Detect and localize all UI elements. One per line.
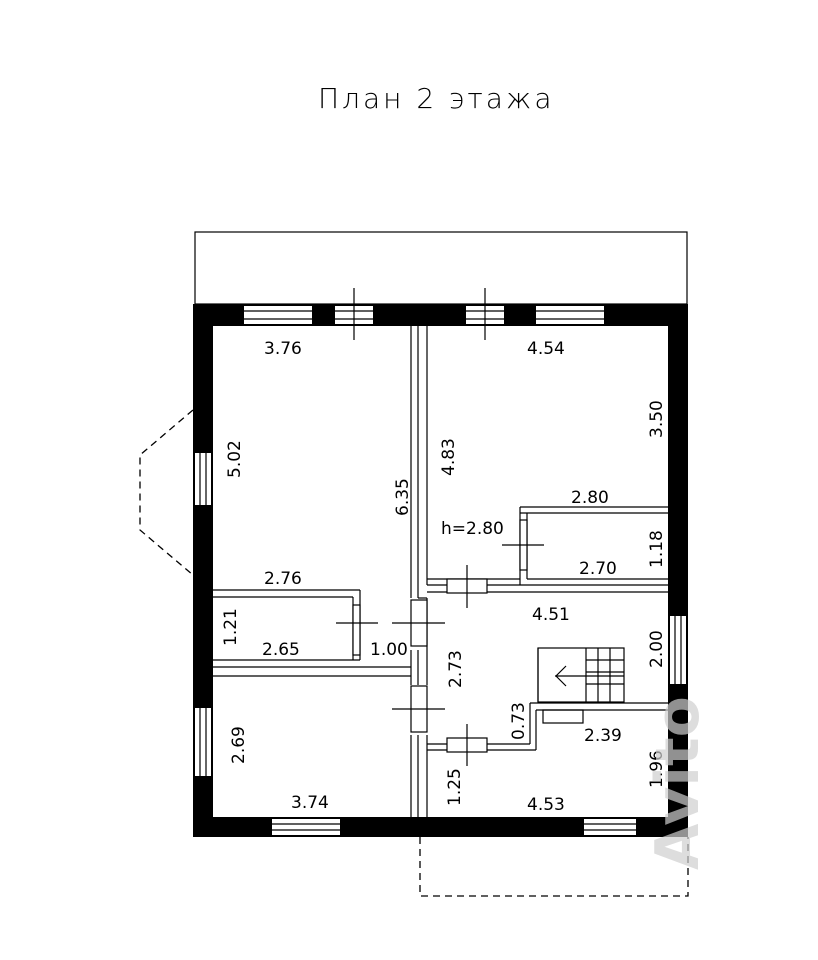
dim-left-bath-bottom-width: 2.65 <box>262 640 300 660</box>
dim-hall-height: 2.73 <box>446 650 466 688</box>
dim-top-right-width: 4.54 <box>527 339 565 359</box>
plan-title: План 2 этажа <box>318 82 555 115</box>
dim-right-top-height: 3.50 <box>647 400 667 438</box>
dim-left-room-height: 5.02 <box>225 440 245 478</box>
dim-bottom-small-height: 1.25 <box>445 768 465 806</box>
dim-bottom-left-width: 3.74 <box>291 793 329 813</box>
dim-bath-bottom-width: 2.70 <box>579 559 617 579</box>
dim-bottom-right-width: 4.53 <box>527 795 565 815</box>
dimension-labels: 3.76 4.54 3.50 5.02 6.35 4.83 2.80 h=2.8… <box>221 339 667 815</box>
staircase <box>537 647 625 703</box>
dim-bottom-left-height: 2.69 <box>229 726 249 764</box>
dim-left-bath-height: 1.21 <box>221 608 241 646</box>
dim-bath-top-width: 2.80 <box>571 488 609 508</box>
dim-bath-height: 1.18 <box>647 530 667 568</box>
doors <box>336 519 544 766</box>
dim-bottom-right-width-top: 2.39 <box>584 726 622 746</box>
dim-bottom-right-height: 1.96 <box>647 750 667 788</box>
dim-right-room-height: 4.83 <box>439 438 459 476</box>
porch-outline <box>419 837 689 897</box>
dim-step-height: 0.73 <box>509 702 529 740</box>
dim-hall-right-height: 2.00 <box>647 630 667 668</box>
height-label: h=2.80 <box>441 519 504 539</box>
dim-top-left-width: 3.76 <box>264 339 302 359</box>
watermark-logo: Avito <box>643 696 713 870</box>
dim-left-bath-top-width: 2.76 <box>264 569 302 589</box>
dim-corridor-length: 6.35 <box>393 478 413 516</box>
dim-hall-width: 4.51 <box>532 605 570 625</box>
dim-door-width: 1.00 <box>370 640 408 660</box>
window-marks <box>353 288 486 340</box>
top-terrace <box>194 231 688 305</box>
bay-window-outline <box>139 409 194 576</box>
